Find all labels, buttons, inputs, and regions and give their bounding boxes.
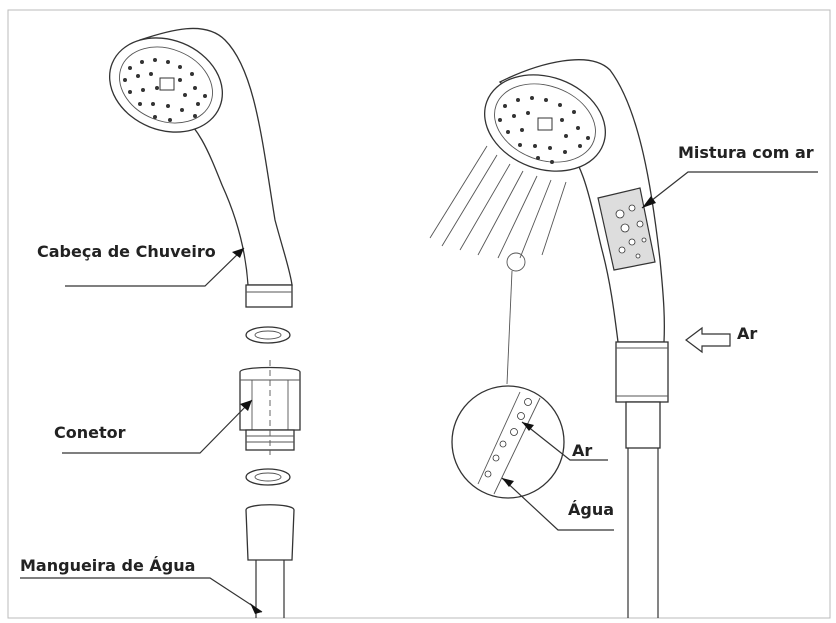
label-head: Cabeça de Chuveiro [37, 242, 216, 261]
label-detail-water: Água [568, 500, 614, 519]
label-air-mix: Mistura com ar [678, 143, 814, 162]
leader-hose [20, 578, 262, 614]
washer-bottom [246, 469, 290, 485]
label-hose: Mangueira de Água [20, 556, 195, 575]
hose-part [246, 505, 294, 618]
air-inlet-arrow [686, 328, 730, 352]
right-shower [471, 59, 668, 618]
label-detail-air: Ar [572, 441, 592, 460]
washer-top [246, 327, 290, 343]
left-shower-head [95, 22, 292, 307]
leader-air-mix [642, 172, 818, 208]
label-air-inlet: Ar [737, 324, 757, 343]
detail-magnifier [452, 253, 564, 498]
label-connector: Conetor [54, 423, 126, 442]
